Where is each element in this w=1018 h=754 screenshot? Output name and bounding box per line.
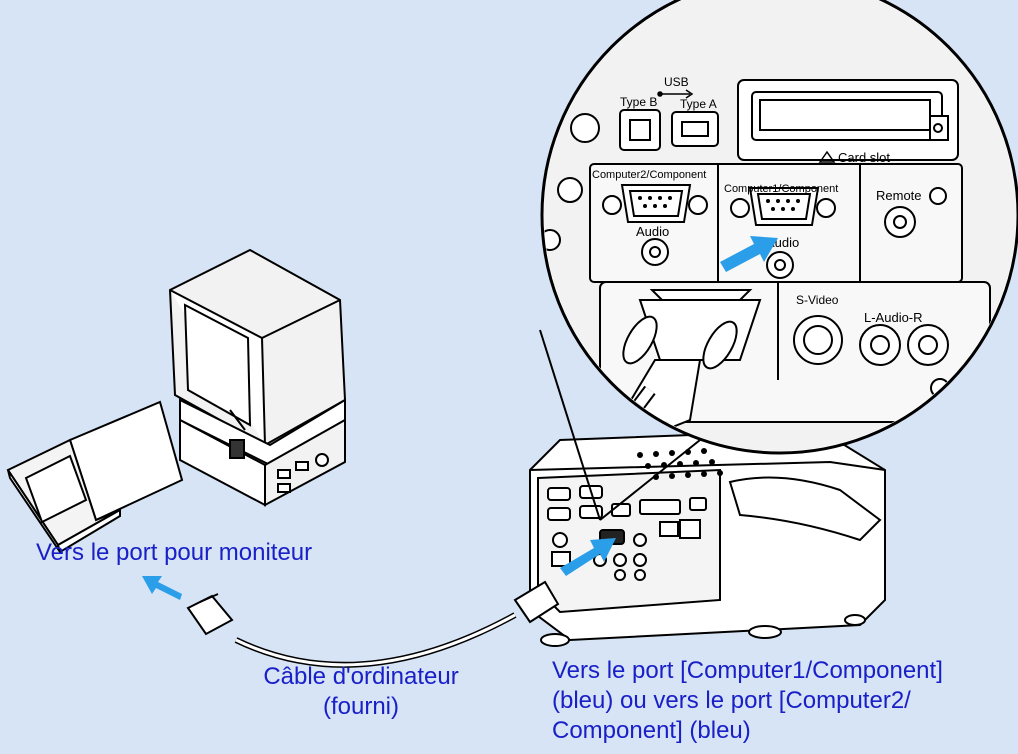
computer2-label: Computer2/Component [592, 169, 706, 181]
projector-port-line2: (bleu) ou vers le port [Computer2/ [552, 687, 911, 714]
audio-left-label: Audio [636, 224, 669, 239]
cable-caption-line2: (fourni) [322, 693, 400, 720]
cable-caption-line1: Câble d'ordinateur [263, 663, 459, 690]
desktop-computer [168, 248, 347, 507]
cable-caption: Câble d'ordinateur (fourni) [236, 662, 486, 722]
s-video-label: S-Video [796, 293, 839, 307]
projector-port-caption: Vers le port [Computer1/Component] (bleu… [552, 656, 1012, 746]
triangle-icon [818, 150, 836, 163]
computer-cable [186, 580, 560, 668]
projector-port-line1: Vers le port [Computer1/Component] [552, 657, 943, 684]
usb-label: USB [664, 75, 689, 89]
laptop [6, 400, 184, 554]
zoom-detail [539, 0, 1018, 521]
monitor-port-caption: Vers le port pour moniteur [36, 538, 312, 568]
audio-lr-label: L-Audio-R [864, 310, 923, 325]
type-a-label: Type A [680, 97, 717, 111]
monitor-port-text: Vers le port pour moniteur [36, 539, 313, 566]
computer1-label: Computer1/Component [724, 183, 838, 195]
projector [529, 428, 886, 647]
remote-label: Remote [876, 188, 922, 203]
type-b-label: Type B [620, 95, 657, 109]
arrow-icon [142, 236, 778, 600]
card-slot-label: Card slot [838, 150, 890, 165]
projector-port-line3: Component] (bleu) [552, 717, 751, 744]
usb-icon [657, 89, 694, 99]
